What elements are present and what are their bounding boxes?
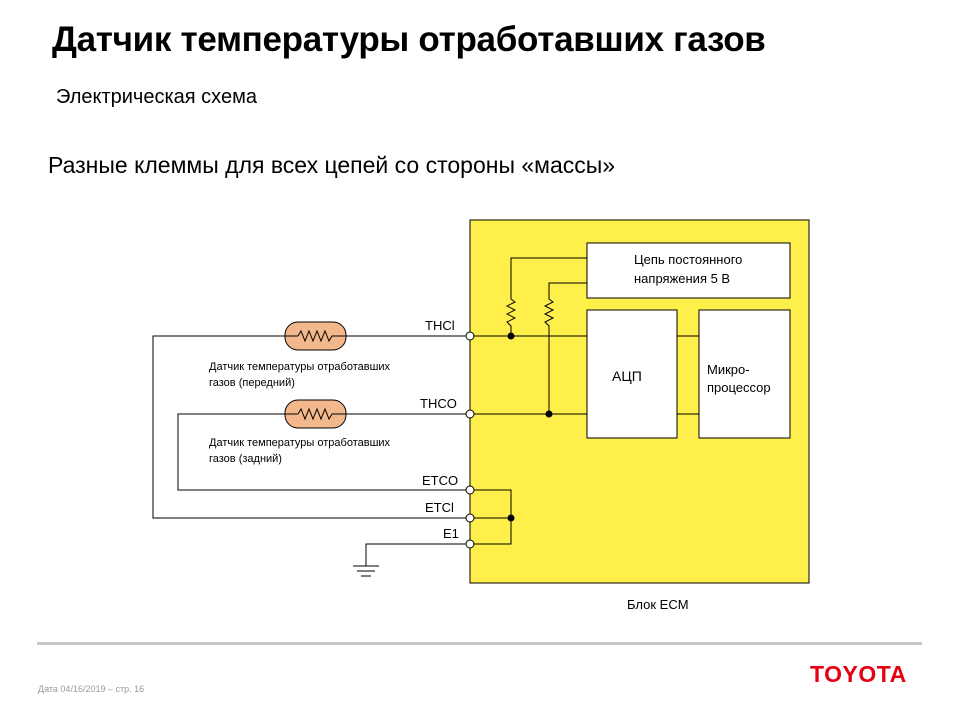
- sensor-rear: [284, 399, 347, 429]
- adc-box: [586, 309, 678, 439]
- power-label-2: напряжения 5 В: [634, 271, 730, 286]
- ground-symbol: [353, 565, 379, 577]
- pullup-resistors: [505, 296, 555, 330]
- page-title: Датчик температуры отработавших газов: [52, 20, 766, 59]
- sensor-rear-label-2: газов (задний): [209, 453, 282, 465]
- sensor-rear-label-1: Датчик температуры отработавших: [209, 437, 391, 449]
- cpu-box: [698, 309, 791, 439]
- adc-label: АЦП: [612, 368, 642, 384]
- sensor-front: [284, 321, 347, 351]
- terminal-label-thcl: THCl: [425, 318, 455, 333]
- cpu-label-2: процессор: [707, 380, 771, 395]
- ecm-label: Блок ECM: [627, 597, 689, 612]
- footer-date-page: Дата 04/16/2019 – стр. 16: [38, 684, 145, 694]
- terminal-label-etcl: ETCl: [425, 500, 454, 515]
- slide-heading: Разные клеммы для всех цепей со стороны …: [48, 152, 616, 178]
- sensor-front-label-1: Датчик температуры отработавших: [209, 361, 391, 373]
- power-label-1: Цепь постоянного: [634, 252, 742, 267]
- cpu-label-1: Микро-: [707, 362, 750, 377]
- terminal-label-etco: ETCO: [422, 473, 458, 488]
- junction-dots: [507, 332, 553, 522]
- footer-divider: [37, 642, 922, 645]
- power-supply-box: [586, 242, 791, 299]
- terminal-circles: [465, 331, 475, 549]
- toyota-logo: TOYOTA: [810, 661, 907, 687]
- terminal-label-e1: E1: [443, 526, 459, 541]
- terminal-label-thco: THCO: [420, 396, 457, 411]
- page-subtitle: Электрическая схема: [56, 86, 257, 108]
- sensor-front-label-2: газов (передний): [209, 377, 295, 389]
